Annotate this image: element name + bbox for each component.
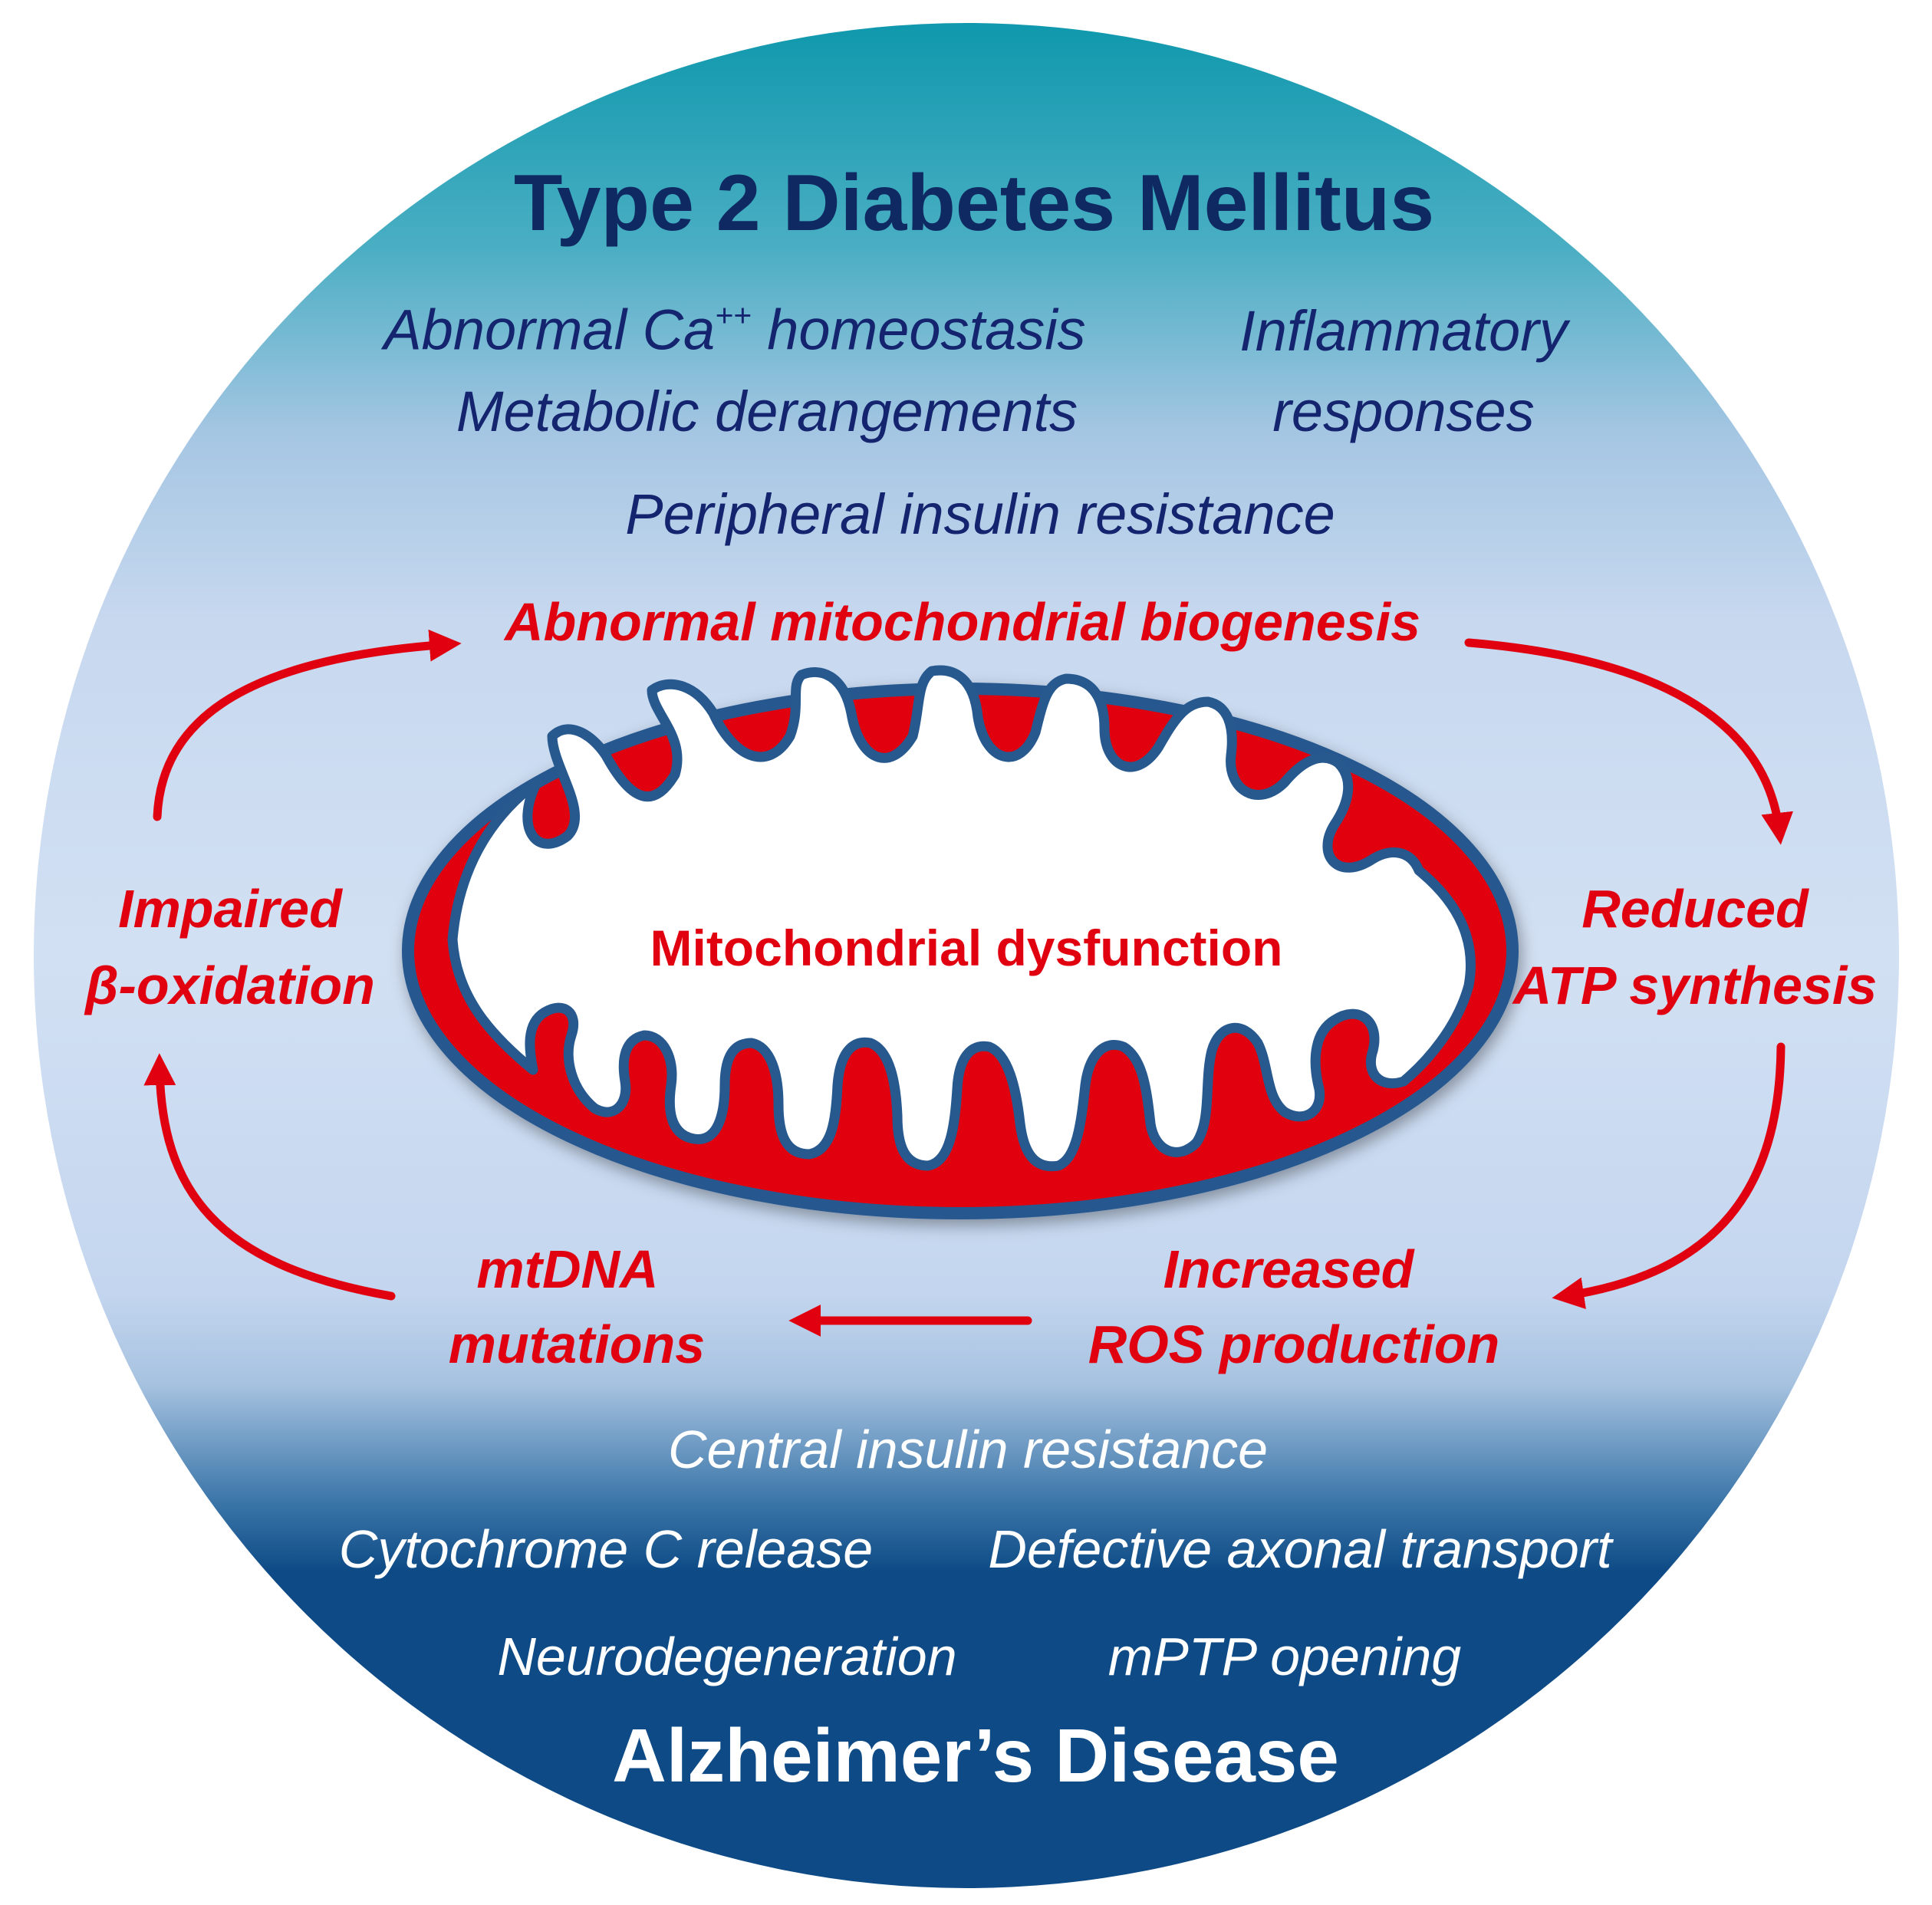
label-ros-production: ROS production	[1088, 1314, 1500, 1374]
label-mutations: mutations	[448, 1314, 706, 1374]
label-atp-synthesis: ATP synthesis	[1512, 956, 1878, 1015]
arrow-mtdna-to-beta	[143, 1053, 396, 1301]
label-responses: responses	[1272, 380, 1535, 443]
label-inflammatory: Inflammatory	[1239, 299, 1568, 363]
ca-suffix-text: homeostasis	[751, 298, 1086, 362]
arrow-atp-to-ros	[1552, 1042, 1786, 1309]
label-metabolic-derangements: Metabolic derangements	[456, 380, 1078, 443]
label-mptp-opening: mPTP opening	[1108, 1627, 1462, 1686]
label-abnormal-mitochondrial-biogenesis: Abnormal mitochondrial biogenesis	[504, 592, 1421, 652]
label-beta-oxidation: β-oxidation	[85, 956, 375, 1015]
label-neurodegeneration: Neurodegeneration	[497, 1627, 957, 1686]
cycle-arrows	[143, 629, 1793, 1337]
label-peripheral-insulin-resistance: Peripheral insulin resistance	[625, 482, 1335, 546]
ca-superscript: ++	[715, 298, 752, 333]
label-reduced: Reduced	[1581, 879, 1809, 939]
label-central-insulin-resistance: Central insulin resistance	[667, 1420, 1269, 1479]
title-alzheimers-disease: Alzheimer’s Disease	[612, 1713, 1339, 1798]
label-mitochondrial-dysfunction: Mitochondrial dysfunction	[650, 920, 1283, 976]
arrow-to-biogenesis	[153, 629, 462, 821]
label-defective-axonal-transport: Defective axonal transport	[988, 1519, 1612, 1579]
label-abnormal-ca-homeostasis: Abnormal Ca++ homeostasis	[383, 300, 1085, 359]
label-mtdna: mtDNA	[476, 1239, 659, 1299]
arrow-biogenesis-to-atp	[1464, 638, 1793, 845]
mitochondrion	[402, 665, 1519, 1219]
label-increased: Increased	[1163, 1239, 1414, 1299]
mitochondrion-inner-membrane	[447, 665, 1476, 1172]
title-type2-diabetes: Type 2 Diabetes Mellitus	[513, 159, 1435, 248]
label-cytochrome-c-release: Cytochrome C release	[338, 1519, 874, 1579]
ca-prefix-text: Abnormal Ca	[383, 298, 716, 362]
label-impaired: Impaired	[118, 879, 342, 939]
